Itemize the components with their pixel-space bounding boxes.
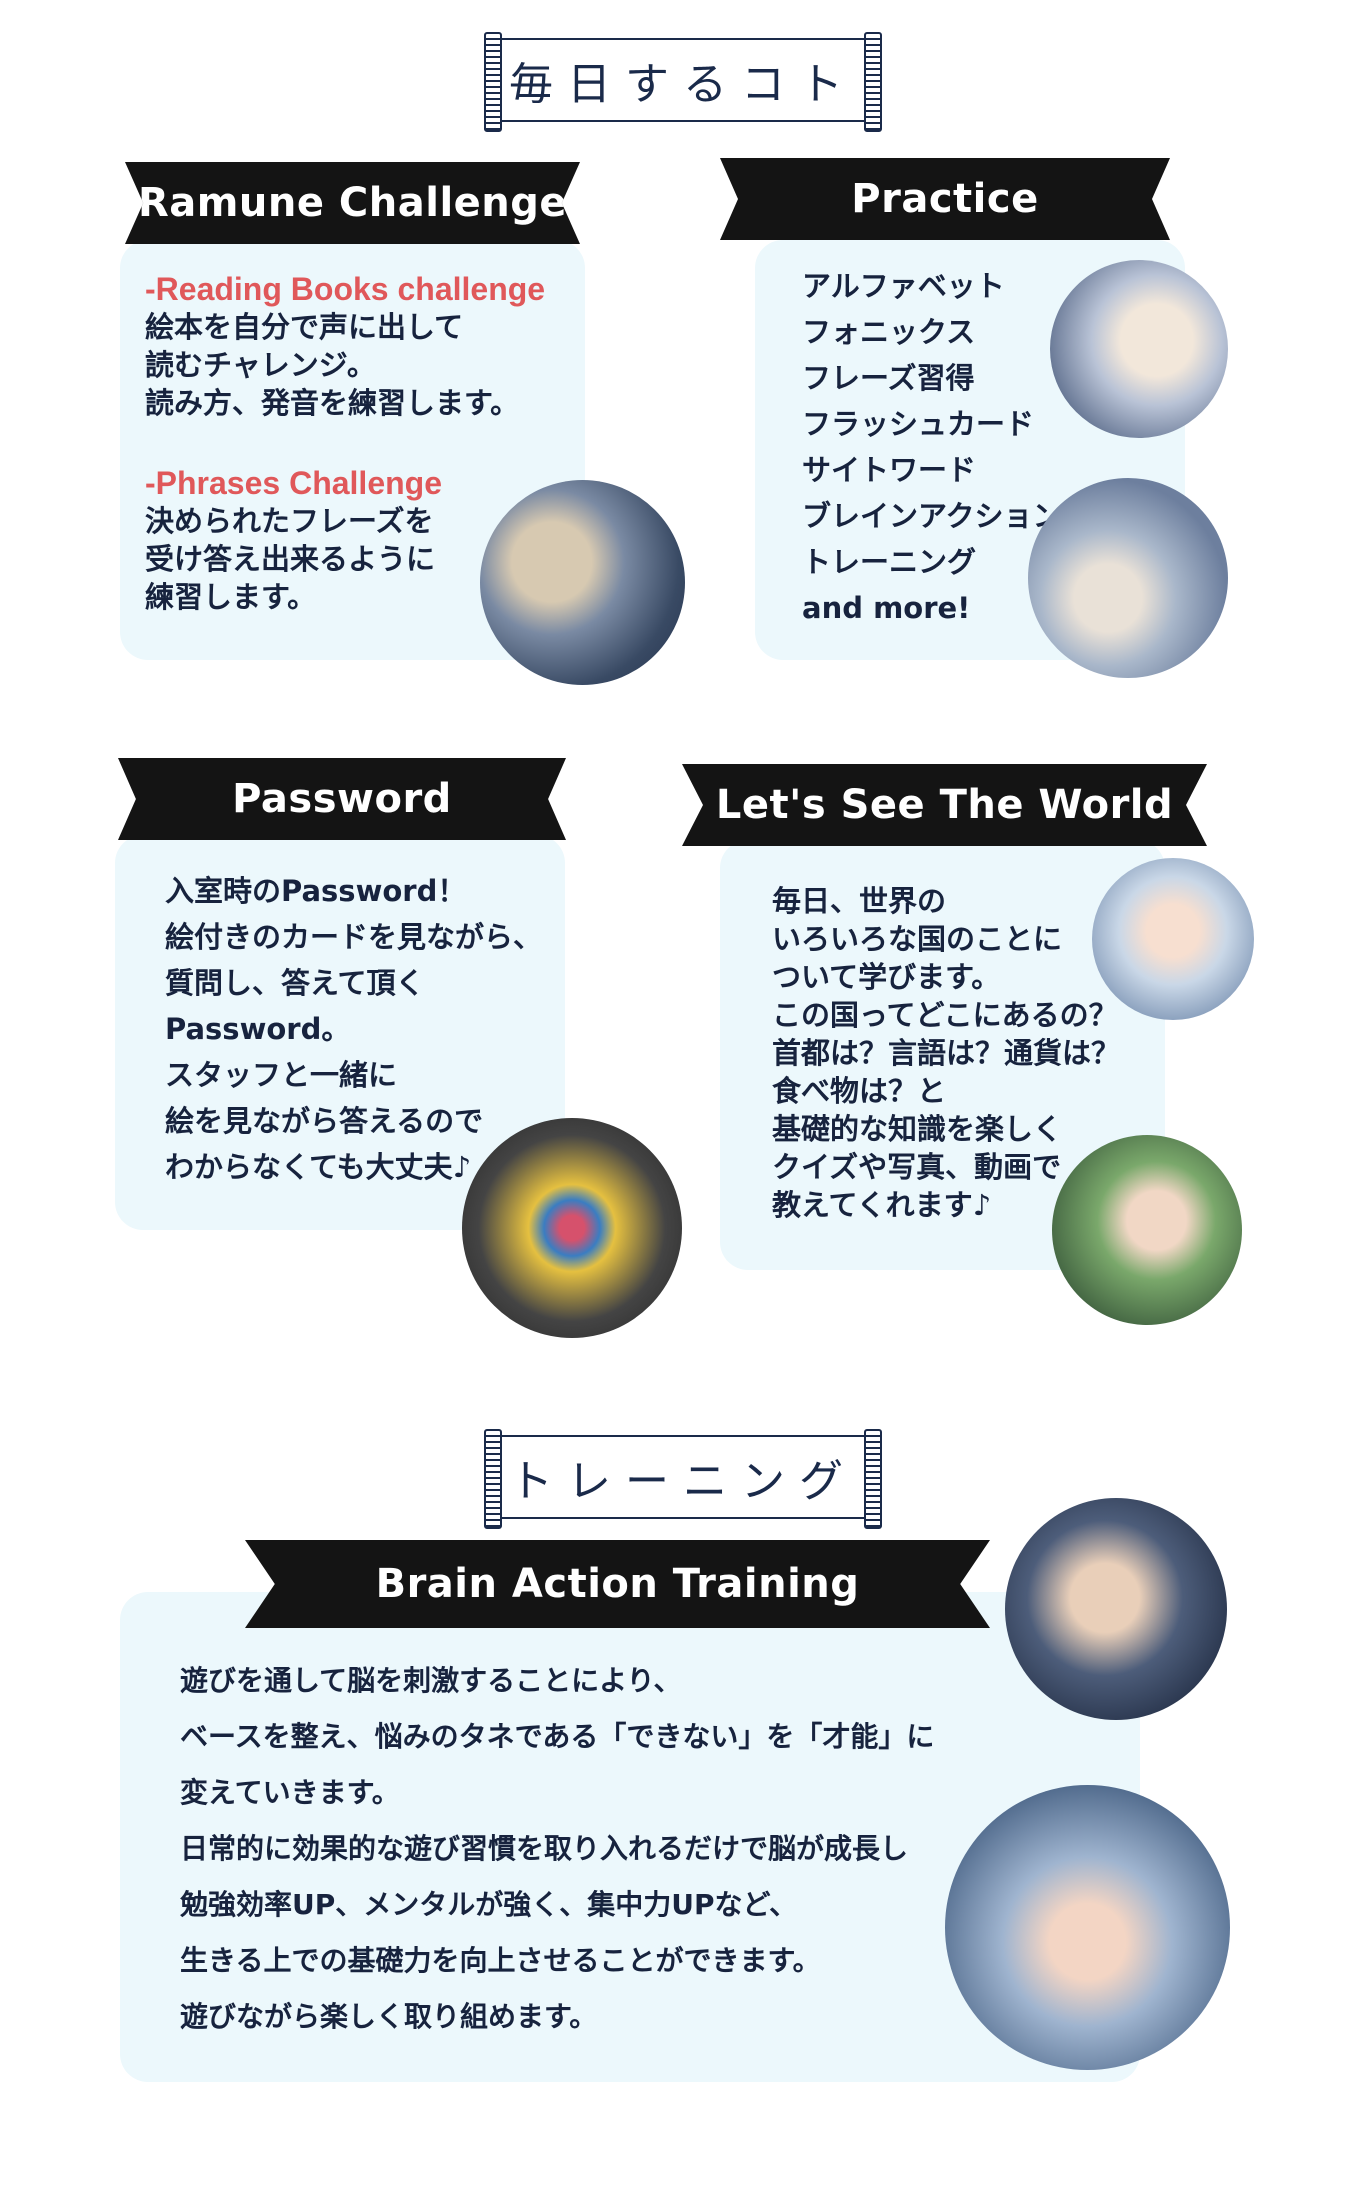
brain-line: 日常的に効果的な遊び習慣を取り入れるだけで脳が成長し xyxy=(180,1832,909,1865)
practice-item: トレーニング xyxy=(802,545,977,579)
section-label-training-text: トレーニング xyxy=(509,1456,857,1507)
brain-line: 変えていきます。 xyxy=(180,1776,400,1809)
world-line: 毎日、世界の xyxy=(772,884,947,918)
practice-item: フラッシュカード xyxy=(802,407,1035,441)
section-label-daily-text: 毎日するコト xyxy=(509,59,857,110)
practice-item: and more! xyxy=(802,591,971,625)
world-text: 毎日、世界の いろいろな国のことに ついて学びます。 この国ってどこにあるの？ … xyxy=(772,882,1192,1224)
world-line: 教えてくれます♪ xyxy=(772,1188,992,1222)
world-title: Let's See The World xyxy=(715,782,1174,828)
world-line: 首都は？言語は？通貨は？ xyxy=(772,1036,1121,1070)
practice-item: サイトワード xyxy=(802,453,977,487)
ramune-heading-phrases: -Phrases Challenge xyxy=(145,465,442,501)
world-line: いろいろな国のことに xyxy=(772,922,1063,956)
password-line: 絵付きのカードを見ながら、 xyxy=(165,920,543,954)
ramune-title-ribbon: Ramune Challenge xyxy=(125,162,580,244)
password-line: Password。 xyxy=(165,1012,351,1046)
password-line: 入室時のPassword！ xyxy=(165,874,467,908)
classroom-photo xyxy=(1050,260,1228,438)
practice-item: アルファベット xyxy=(802,269,1005,303)
brain-line: 遊びながら楽しく取り組めます。 xyxy=(180,2000,598,2033)
brain-title-ribbon: Brain Action Training xyxy=(245,1540,990,1628)
ramune-line: 決められたフレーズを xyxy=(145,504,434,538)
blocks-photo xyxy=(462,1118,682,1338)
brain-line: 勉強効率UP、メンタルが強く、集中力UPなど、 xyxy=(180,1888,798,1921)
books-photo xyxy=(480,480,685,685)
password-title-ribbon: Password xyxy=(118,758,566,840)
password-text: 入室時のPassword！ 絵付きのカードを見ながら、 質問し、答えて頂く Pa… xyxy=(165,868,565,1190)
section-label-daily: 毎日するコト xyxy=(484,32,882,132)
password-line: 質問し、答えて頂く xyxy=(165,966,425,1000)
practice-list: アルファベット フォニックス フレーズ習得 フラッシュカード サイトワード ブレ… xyxy=(802,263,1102,631)
ramune-line: 受け答え出来るように xyxy=(145,542,436,576)
brain-line: ベースを整え、悩みのタネである「できない」を「才能」に xyxy=(180,1720,935,1753)
brain-text: 遊びを通して脳を刺激することにより、 ベースを整え、悩みのタネである「できない」… xyxy=(180,1653,1000,2045)
practice-item: フレーズ習得 xyxy=(802,361,975,395)
training-photo-2 xyxy=(945,1785,1230,2070)
ramune-heading-reading: -Reading Books challenge xyxy=(145,271,546,307)
ramune-title: Ramune Challenge xyxy=(137,180,568,226)
brain-title: Brain Action Training xyxy=(375,1561,860,1607)
training-photo-1 xyxy=(1005,1498,1227,1720)
password-line: 絵を見ながら答えるので xyxy=(165,1104,484,1138)
ramune-line: 読むチャレンジ。 xyxy=(145,348,376,382)
password-line: スタッフと一緒に xyxy=(165,1058,398,1092)
practice-item: ブレインアクション xyxy=(802,499,1062,533)
girl-photo xyxy=(1092,858,1254,1020)
world-line: ついて学びます。 xyxy=(772,960,1001,994)
practice-item: フォニックス xyxy=(802,315,976,349)
ramune-text: -Reading Books challenge 絵本を自分で声に出して 読むチ… xyxy=(145,270,585,616)
world-title-ribbon: Let's See The World xyxy=(682,764,1207,846)
worksheet-photo xyxy=(1028,478,1228,678)
section-label-training: トレーニング xyxy=(484,1429,882,1529)
password-line: わからなくても大丈夫♪ xyxy=(165,1150,472,1184)
ramune-line: 読み方、発音を練習します。 xyxy=(145,386,520,420)
practice-title-ribbon: Practice xyxy=(720,158,1170,240)
password-title: Password xyxy=(232,776,452,822)
world-line: クイズや写真、動画で xyxy=(772,1150,1062,1184)
brain-line: 生きる上での基礎力を向上させることができます。 xyxy=(180,1944,821,1977)
world-line: 基礎的な知識を楽しく xyxy=(772,1112,1063,1146)
brain-line: 遊びを通して脳を刺激することにより、 xyxy=(180,1664,682,1697)
world-line: 食べ物は？と xyxy=(772,1074,947,1108)
ramune-line: 練習します。 xyxy=(145,580,317,614)
ramune-line: 絵本を自分で声に出して xyxy=(145,310,464,344)
practice-title: Practice xyxy=(851,176,1039,222)
world-line: この国ってどこにあるの？ xyxy=(772,998,1118,1032)
boy-photo xyxy=(1052,1135,1242,1325)
